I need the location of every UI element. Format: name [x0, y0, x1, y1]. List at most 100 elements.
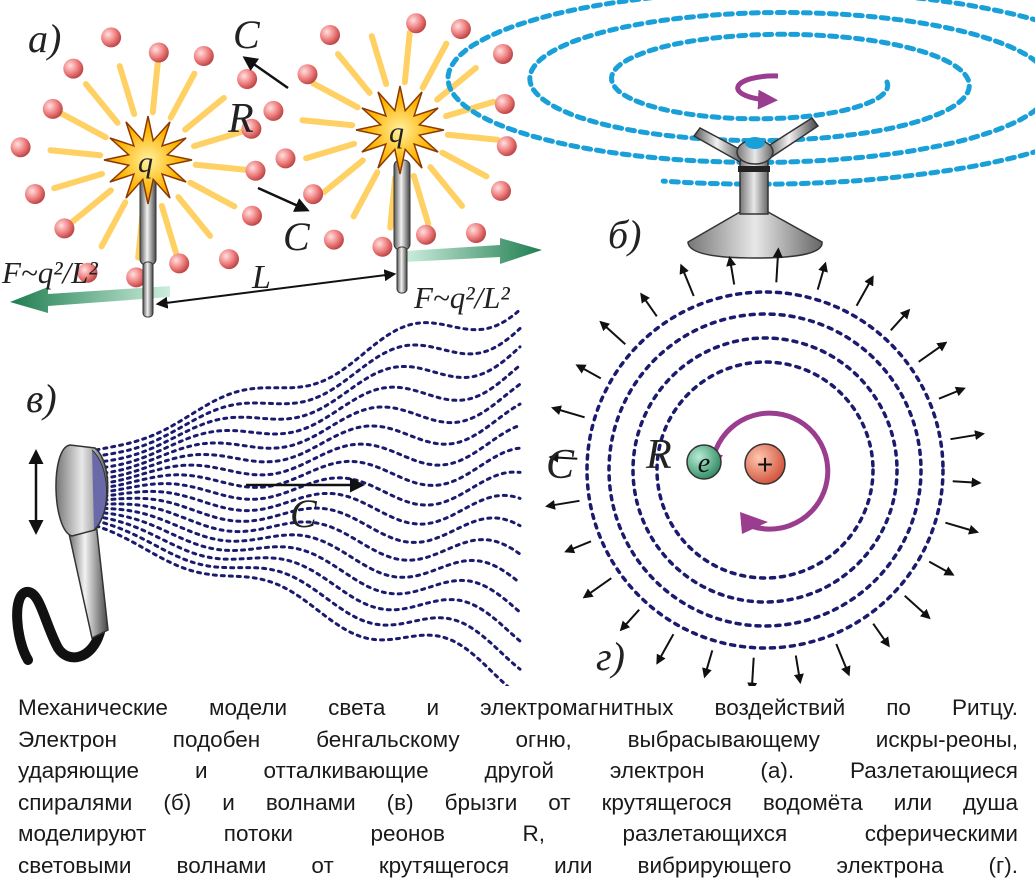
radial-arrow: [599, 320, 626, 345]
spark-ray: [444, 131, 501, 143]
reon-particle: [320, 25, 340, 45]
reon-particle: [241, 118, 262, 139]
radial-arrow: [545, 499, 580, 510]
radial-arrow: [793, 655, 804, 685]
rotation-arrow: [735, 73, 779, 110]
spark-ray: [58, 110, 109, 141]
radial-arrow: [582, 577, 612, 599]
spark-ray: [303, 140, 358, 162]
caption-line: световыми волнами от крутящегося или виб…: [18, 852, 1018, 878]
panel-label-b: б): [608, 212, 641, 257]
reon-particle: [126, 267, 147, 288]
electron-label: e: [698, 448, 710, 479]
nucleus: [744, 443, 786, 485]
spark-ray: [434, 64, 479, 103]
spray-wave: [94, 423, 522, 486]
reon-particle: [245, 160, 266, 181]
radial-arrow: [816, 261, 828, 290]
fountain-hub-top: [745, 137, 765, 149]
distance-label: L: [251, 259, 271, 296]
panel-b-fountain: б): [445, 0, 1035, 259]
spark-ray: [182, 94, 227, 133]
speed-arrow-top: [242, 56, 289, 90]
reon-particle: [193, 46, 214, 66]
panel-label-a: а): [28, 16, 61, 61]
spray-wave: [94, 327, 522, 458]
light-wave-circle: [607, 312, 923, 628]
fountain-collar: [738, 166, 770, 172]
reon-particle: [496, 136, 517, 157]
reon-particle: [101, 27, 122, 48]
radial-arrow: [548, 452, 578, 463]
charge-label-left: q: [138, 146, 153, 179]
radial-arrow: [904, 595, 931, 620]
light-wave-circle: [655, 360, 875, 580]
spark-ray: [192, 161, 249, 173]
spray-wave: [94, 524, 510, 686]
reon-particle: [263, 100, 284, 121]
radial-arrow: [772, 247, 783, 283]
distance-arrow: [155, 269, 397, 309]
radial-arrow: [938, 386, 966, 400]
reon-label-a: R: [227, 96, 254, 142]
spray-wave: [94, 519, 522, 671]
reon-particle: [491, 180, 511, 201]
reon-particle: [494, 94, 515, 114]
reon-particle: [10, 137, 31, 158]
radial-arrow: [726, 255, 737, 285]
reon-particle: [169, 253, 190, 274]
force-label-right: F~q²/L²: [413, 280, 510, 315]
radial-arrow: [564, 540, 592, 554]
spark-ray: [427, 164, 466, 209]
reon-particle: [148, 42, 169, 63]
force-label-left: F~q²/L²: [1, 255, 98, 290]
radial-arrow: [835, 643, 851, 677]
radial-arrow: [928, 560, 955, 576]
shower-head-face: [91, 449, 107, 531]
spray-wave: [94, 402, 522, 481]
panel-label-v: в): [26, 376, 57, 421]
spark-star-left: [103, 115, 193, 205]
reon-particle: [466, 223, 486, 243]
electron-orbit: [703, 410, 831, 532]
spark-ray: [410, 172, 432, 227]
speed-label-g: C: [546, 442, 575, 488]
spray-wave: [94, 345, 522, 464]
sparkler-rod-right: [393, 159, 411, 251]
radial-arrow: [747, 657, 758, 686]
spray-wave: [94, 514, 522, 643]
light-wave-circle: [585, 290, 945, 650]
spray-spiral: [445, 0, 1035, 187]
light-wave-circles: [585, 290, 945, 650]
radial-arrow: [952, 477, 982, 488]
reon-particle: [77, 262, 98, 283]
speed-arrow-bottom: [257, 186, 310, 212]
reon-label-g: R: [645, 432, 672, 478]
caption: Механические модели света и электромагни…: [18, 692, 1018, 881]
electron: [686, 444, 722, 480]
spark-star-right: [355, 85, 445, 175]
radial-arrow: [702, 650, 714, 679]
reon-particle: [237, 69, 258, 89]
spray-wave: [94, 382, 522, 476]
radial-arrow: [945, 521, 980, 535]
sparkler-rod-left-tip: [142, 261, 154, 318]
spark-ray: [187, 179, 238, 210]
reon-particle: [63, 58, 84, 79]
reon-particle: [275, 148, 296, 169]
radial-arrow: [918, 341, 948, 363]
reon-particle: [450, 19, 471, 39]
reon-particle: [42, 98, 63, 119]
panel-label-g: г): [596, 634, 625, 679]
panel-v-shower: C в): [12, 308, 522, 686]
radial-arrow: [640, 292, 658, 317]
reon-particle: [297, 64, 318, 85]
reon-particle: [493, 44, 513, 64]
reon-particle: [406, 13, 427, 34]
reon-particle: [54, 218, 75, 239]
reon-particle: [323, 229, 344, 250]
spark-ray: [299, 117, 356, 129]
spray-wave: [94, 489, 522, 526]
panel-g-atom: + e R C г): [545, 247, 985, 686]
reon-particle: [416, 224, 436, 245]
